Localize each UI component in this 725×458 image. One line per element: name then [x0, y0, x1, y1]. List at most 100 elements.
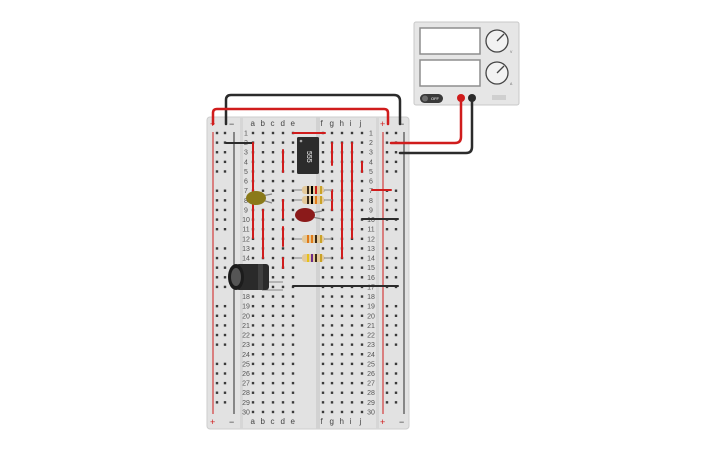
breadboard-hole[interactable] — [251, 324, 255, 327]
breadboard-hole[interactable] — [271, 304, 275, 308]
breadboard-hole[interactable] — [350, 372, 354, 375]
breadboard-hole[interactable] — [261, 353, 265, 356]
breadboard-hole[interactable] — [271, 333, 275, 337]
rail-hole[interactable] — [215, 401, 219, 404]
rail-hole[interactable] — [394, 160, 398, 164]
rail-hole[interactable] — [385, 314, 389, 317]
jumper-wires[interactable] — [225, 132, 399, 287]
breadboard-hole[interactable] — [291, 237, 295, 241]
breadboard-hole[interactable] — [271, 208, 275, 212]
breadboard-hole[interactable] — [271, 141, 275, 144]
breadboard-hole[interactable] — [271, 401, 275, 404]
rail-hole[interactable] — [385, 256, 389, 260]
rail-hole[interactable] — [223, 304, 227, 308]
breadboard-hole[interactable] — [261, 295, 265, 298]
breadboard-hole[interactable] — [360, 343, 364, 346]
breadboard-hole[interactable] — [271, 247, 275, 250]
breadboard-hole[interactable] — [330, 410, 334, 414]
rail-hole[interactable] — [394, 304, 398, 308]
rail-hole[interactable] — [215, 372, 219, 375]
breadboard-hole[interactable] — [360, 237, 364, 241]
breadboard-hole[interactable] — [340, 362, 344, 366]
rail-hole[interactable] — [394, 343, 398, 346]
breadboard-hole[interactable] — [360, 276, 364, 279]
breadboard-hole[interactable] — [271, 189, 275, 192]
breadboard-hole[interactable] — [360, 199, 364, 202]
rail-hole[interactable] — [223, 391, 227, 394]
breadboard-hole[interactable] — [271, 228, 275, 231]
breadboard-hole[interactable] — [281, 141, 285, 144]
rail-hole[interactable] — [385, 372, 389, 375]
breadboard-hole[interactable] — [281, 410, 285, 414]
breadboard-hole[interactable] — [321, 141, 325, 144]
breadboard-hole[interactable] — [291, 304, 295, 308]
rail-hole[interactable] — [394, 228, 398, 231]
breadboard-hole[interactable] — [360, 314, 364, 317]
breadboard-hole[interactable] — [261, 391, 265, 394]
rail-hole[interactable] — [385, 401, 389, 404]
ic-555-timer[interactable]: 555 — [297, 137, 319, 174]
rail-hole[interactable] — [394, 199, 398, 202]
breadboard-hole[interactable] — [340, 391, 344, 394]
power-supply[interactable]: V A OFF — [413, 21, 520, 106]
breadboard-hole[interactable] — [291, 247, 295, 250]
rail-hole[interactable] — [394, 151, 398, 154]
rail-hole[interactable] — [394, 401, 398, 404]
rail-hole[interactable] — [215, 141, 219, 144]
rail-hole[interactable] — [223, 276, 227, 279]
breadboard-hole[interactable] — [321, 333, 325, 337]
breadboard-hole[interactable] — [360, 256, 364, 260]
breadboard-hole[interactable] — [330, 170, 334, 173]
breadboard-hole[interactable] — [291, 372, 295, 375]
breadboard-hole[interactable] — [291, 256, 295, 260]
rail-hole[interactable] — [385, 208, 389, 212]
breadboard-hole[interactable] — [340, 266, 344, 269]
breadboard-hole[interactable] — [350, 324, 354, 327]
breadboard-hole[interactable] — [360, 391, 364, 394]
supply-wires[interactable] — [211, 93, 474, 155]
breadboard-hole[interactable] — [271, 343, 275, 346]
breadboard-hole[interactable] — [291, 199, 295, 202]
rail-hole[interactable] — [394, 131, 398, 135]
breadboard-hole[interactable] — [271, 160, 275, 164]
breadboard-hole[interactable] — [330, 401, 334, 404]
breadboard-hole[interactable] — [340, 381, 344, 385]
breadboard-hole[interactable] — [330, 381, 334, 385]
breadboard-hole[interactable] — [251, 333, 255, 337]
rail-hole[interactable] — [215, 324, 219, 327]
breadboard-hole[interactable] — [271, 324, 275, 327]
breadboard-hole[interactable] — [330, 247, 334, 250]
breadboard-hole[interactable] — [330, 333, 334, 337]
rail-hole[interactable] — [223, 247, 227, 250]
breadboard-hole[interactable] — [340, 333, 344, 337]
breadboard-hole[interactable] — [330, 353, 334, 356]
rail-hole[interactable] — [385, 247, 389, 250]
rail-hole[interactable] — [394, 391, 398, 394]
breadboard-hole[interactable] — [281, 333, 285, 337]
breadboard-hole[interactable] — [330, 304, 334, 308]
rail-hole[interactable] — [215, 256, 219, 260]
breadboard-hole[interactable] — [330, 324, 334, 327]
breadboard-hole[interactable] — [350, 401, 354, 404]
breadboard-hole[interactable] — [281, 343, 285, 346]
rail-hole[interactable] — [385, 199, 389, 202]
breadboard-hole[interactable] — [251, 372, 255, 375]
rail-hole[interactable] — [394, 170, 398, 173]
breadboard-hole[interactable] — [291, 353, 295, 356]
breadboard-hole[interactable] — [360, 295, 364, 298]
breadboard-hole[interactable] — [350, 295, 354, 298]
breadboard-hole[interactable] — [281, 247, 285, 250]
breadboard-hole[interactable] — [271, 256, 275, 260]
electrolytic-capacitor[interactable] — [228, 264, 283, 291]
rail-hole[interactable] — [215, 208, 219, 212]
breadboard-hole[interactable] — [330, 391, 334, 394]
breadboard-hole[interactable] — [340, 401, 344, 404]
breadboard-hole[interactable] — [330, 314, 334, 317]
rail-hole[interactable] — [215, 343, 219, 346]
breadboard-hole[interactable] — [291, 362, 295, 366]
breadboard-hole[interactable] — [321, 295, 325, 298]
breadboard-hole[interactable] — [251, 362, 255, 366]
rail-hole[interactable] — [394, 372, 398, 375]
rail-hole[interactable] — [223, 228, 227, 231]
breadboard-hole[interactable] — [291, 179, 295, 183]
